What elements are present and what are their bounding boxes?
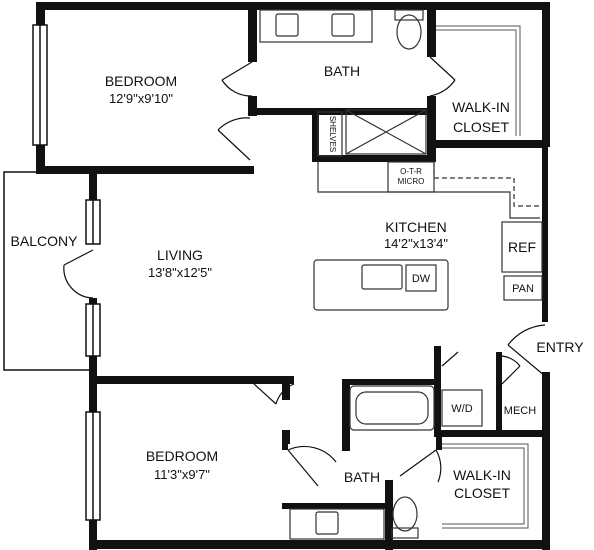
windows [32,24,101,521]
bedroom1-dims: 12'9"x9'10" [109,91,173,106]
mech-label: MECH [504,405,536,417]
wd-label: W/D [451,403,472,415]
closet1-line1: WALK-IN [452,99,510,115]
ref-box [501,221,543,273]
door-swing [287,445,337,463]
kitchen-dims: 14'2"x13'4" [384,236,448,251]
toilet-bowl [392,496,418,532]
bathtub [349,385,435,431]
micro-line2: MICRO [398,177,425,186]
wd-unit [441,389,483,427]
toilet-tank [394,9,424,21]
kitchen-fixtures [313,161,543,311]
door-leaf [217,129,251,161]
door-leaf [507,344,546,377]
sink-basin [315,511,339,535]
island-sink [361,264,403,290]
bedroom2-name: BEDROOM [146,448,218,464]
bath1-fixtures [259,9,427,157]
dw-label: DW [412,273,431,285]
closet2-line2: CLOSET [454,485,510,501]
door-leaf [501,365,521,385]
entry-label: ENTRY [536,339,584,355]
door-leaf [287,449,319,487]
door-leaf [63,249,94,266]
laundry-fixtures [441,389,483,427]
kitchen-counter [317,162,540,219]
door-swing [429,79,456,97]
tub-inner [355,391,429,425]
pan-label: PAN [512,283,534,295]
door-swing [275,383,295,405]
living-name: LIVING [157,247,203,263]
shower-pan [345,109,427,155]
closet2-rods [442,443,529,529]
door-swing [507,324,546,346]
island [313,259,449,311]
closet1-line2: CLOSET [453,119,509,135]
closet2-line1: WALK-IN [453,467,511,483]
bedroom2-dims: 11'3"x9'7" [154,467,210,482]
vanity-counter [259,9,373,43]
sink-basin [331,13,355,37]
pan-box [503,275,543,301]
labels: BEDROOM 12'9"x9'10" BATH WALK-IN CLOSET … [11,63,585,501]
door-leaf [253,383,277,405]
bath1-name: BATH [324,63,360,79]
kitchen-name: KITCHEN [385,219,446,235]
sink-basin [275,13,299,37]
closet1-rods [436,25,521,136]
door-leaf [441,351,459,367]
door-leaf [399,449,437,477]
bedroom1-name: BEDROOM [105,73,177,89]
shelves-label: SHELVES [328,116,337,152]
balcony-area [3,171,93,371]
door-swing [63,264,94,299]
bath2-fixtures [289,385,435,540]
ref-label: REF [508,239,536,255]
vanity-counter [289,508,385,540]
dw-box [405,264,437,292]
balcony-name: BALCONY [11,233,79,249]
toilet-tank [391,527,419,539]
door-swing [221,79,253,97]
bath2-name: BATH [344,469,380,485]
toilet-bowl [396,14,422,50]
door-leaf [429,56,456,81]
living-dims: 13'8"x12'5" [148,265,212,280]
doors [63,56,546,487]
door-leaf [221,61,253,81]
door-swing [501,355,521,367]
micro-line1: O-T-R [400,167,422,176]
door-swing [217,117,251,131]
range [387,161,435,193]
door-swing [435,449,442,483]
shelves-unit [317,111,343,157]
